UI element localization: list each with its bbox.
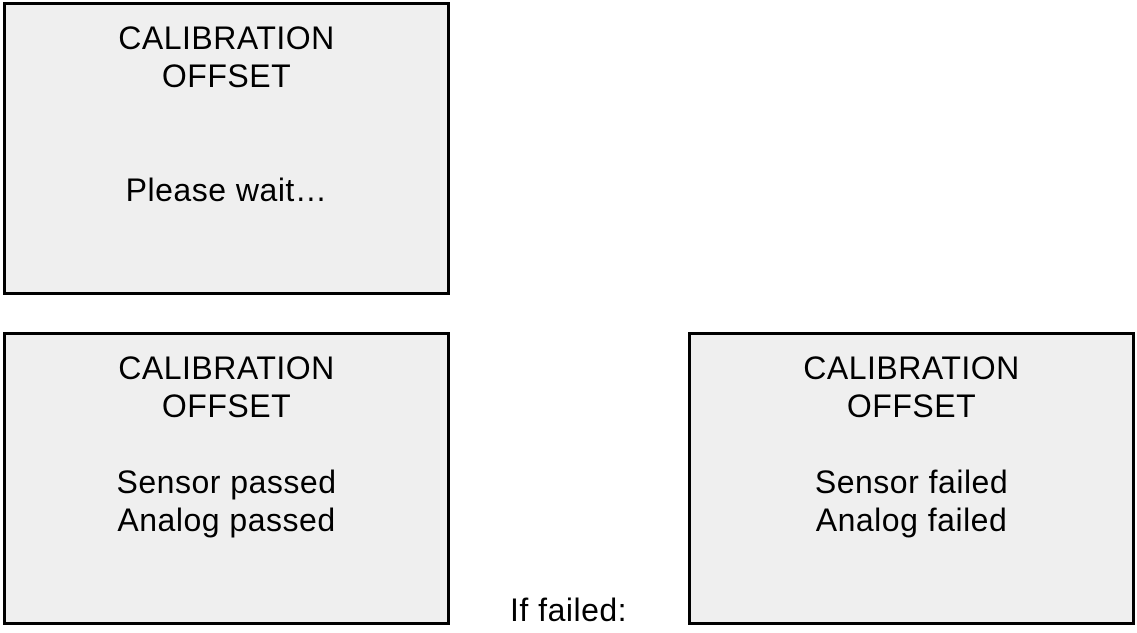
screen-title-line-1: CALIBRATION — [118, 350, 335, 386]
screen-calibration-passed: CALIBRATION OFFSET Sensor passed Analog … — [3, 332, 450, 625]
screen-calibration-failed: CALIBRATION OFFSET Sensor failed Analog … — [688, 332, 1135, 625]
screen-blank-line — [6, 133, 447, 171]
screen-title-line-1: CALIBRATION — [803, 350, 1020, 386]
screen-blank-line — [691, 425, 1132, 463]
screen-status-line-sensor: Sensor failed — [814, 464, 1009, 500]
screen-title-line-2: OFFSET — [161, 388, 292, 424]
screen-title-line-2: OFFSET — [846, 388, 977, 424]
screen-blank-line — [6, 95, 447, 133]
screen-blank-line — [6, 425, 447, 463]
screen-calibration-wait: CALIBRATION OFFSET Please wait… — [3, 2, 450, 295]
screen-title-line-2: OFFSET — [161, 58, 292, 94]
screen-status-line-sensor: Sensor passed — [116, 464, 337, 500]
screen-status-line-analog: Analog passed — [117, 502, 336, 538]
screen-title-line-1: CALIBRATION — [118, 20, 335, 56]
screen-status-line: Please wait… — [125, 172, 328, 208]
screen-status-line-analog: Analog failed — [815, 502, 1008, 538]
if-failed-label: If failed: — [510, 592, 628, 628]
